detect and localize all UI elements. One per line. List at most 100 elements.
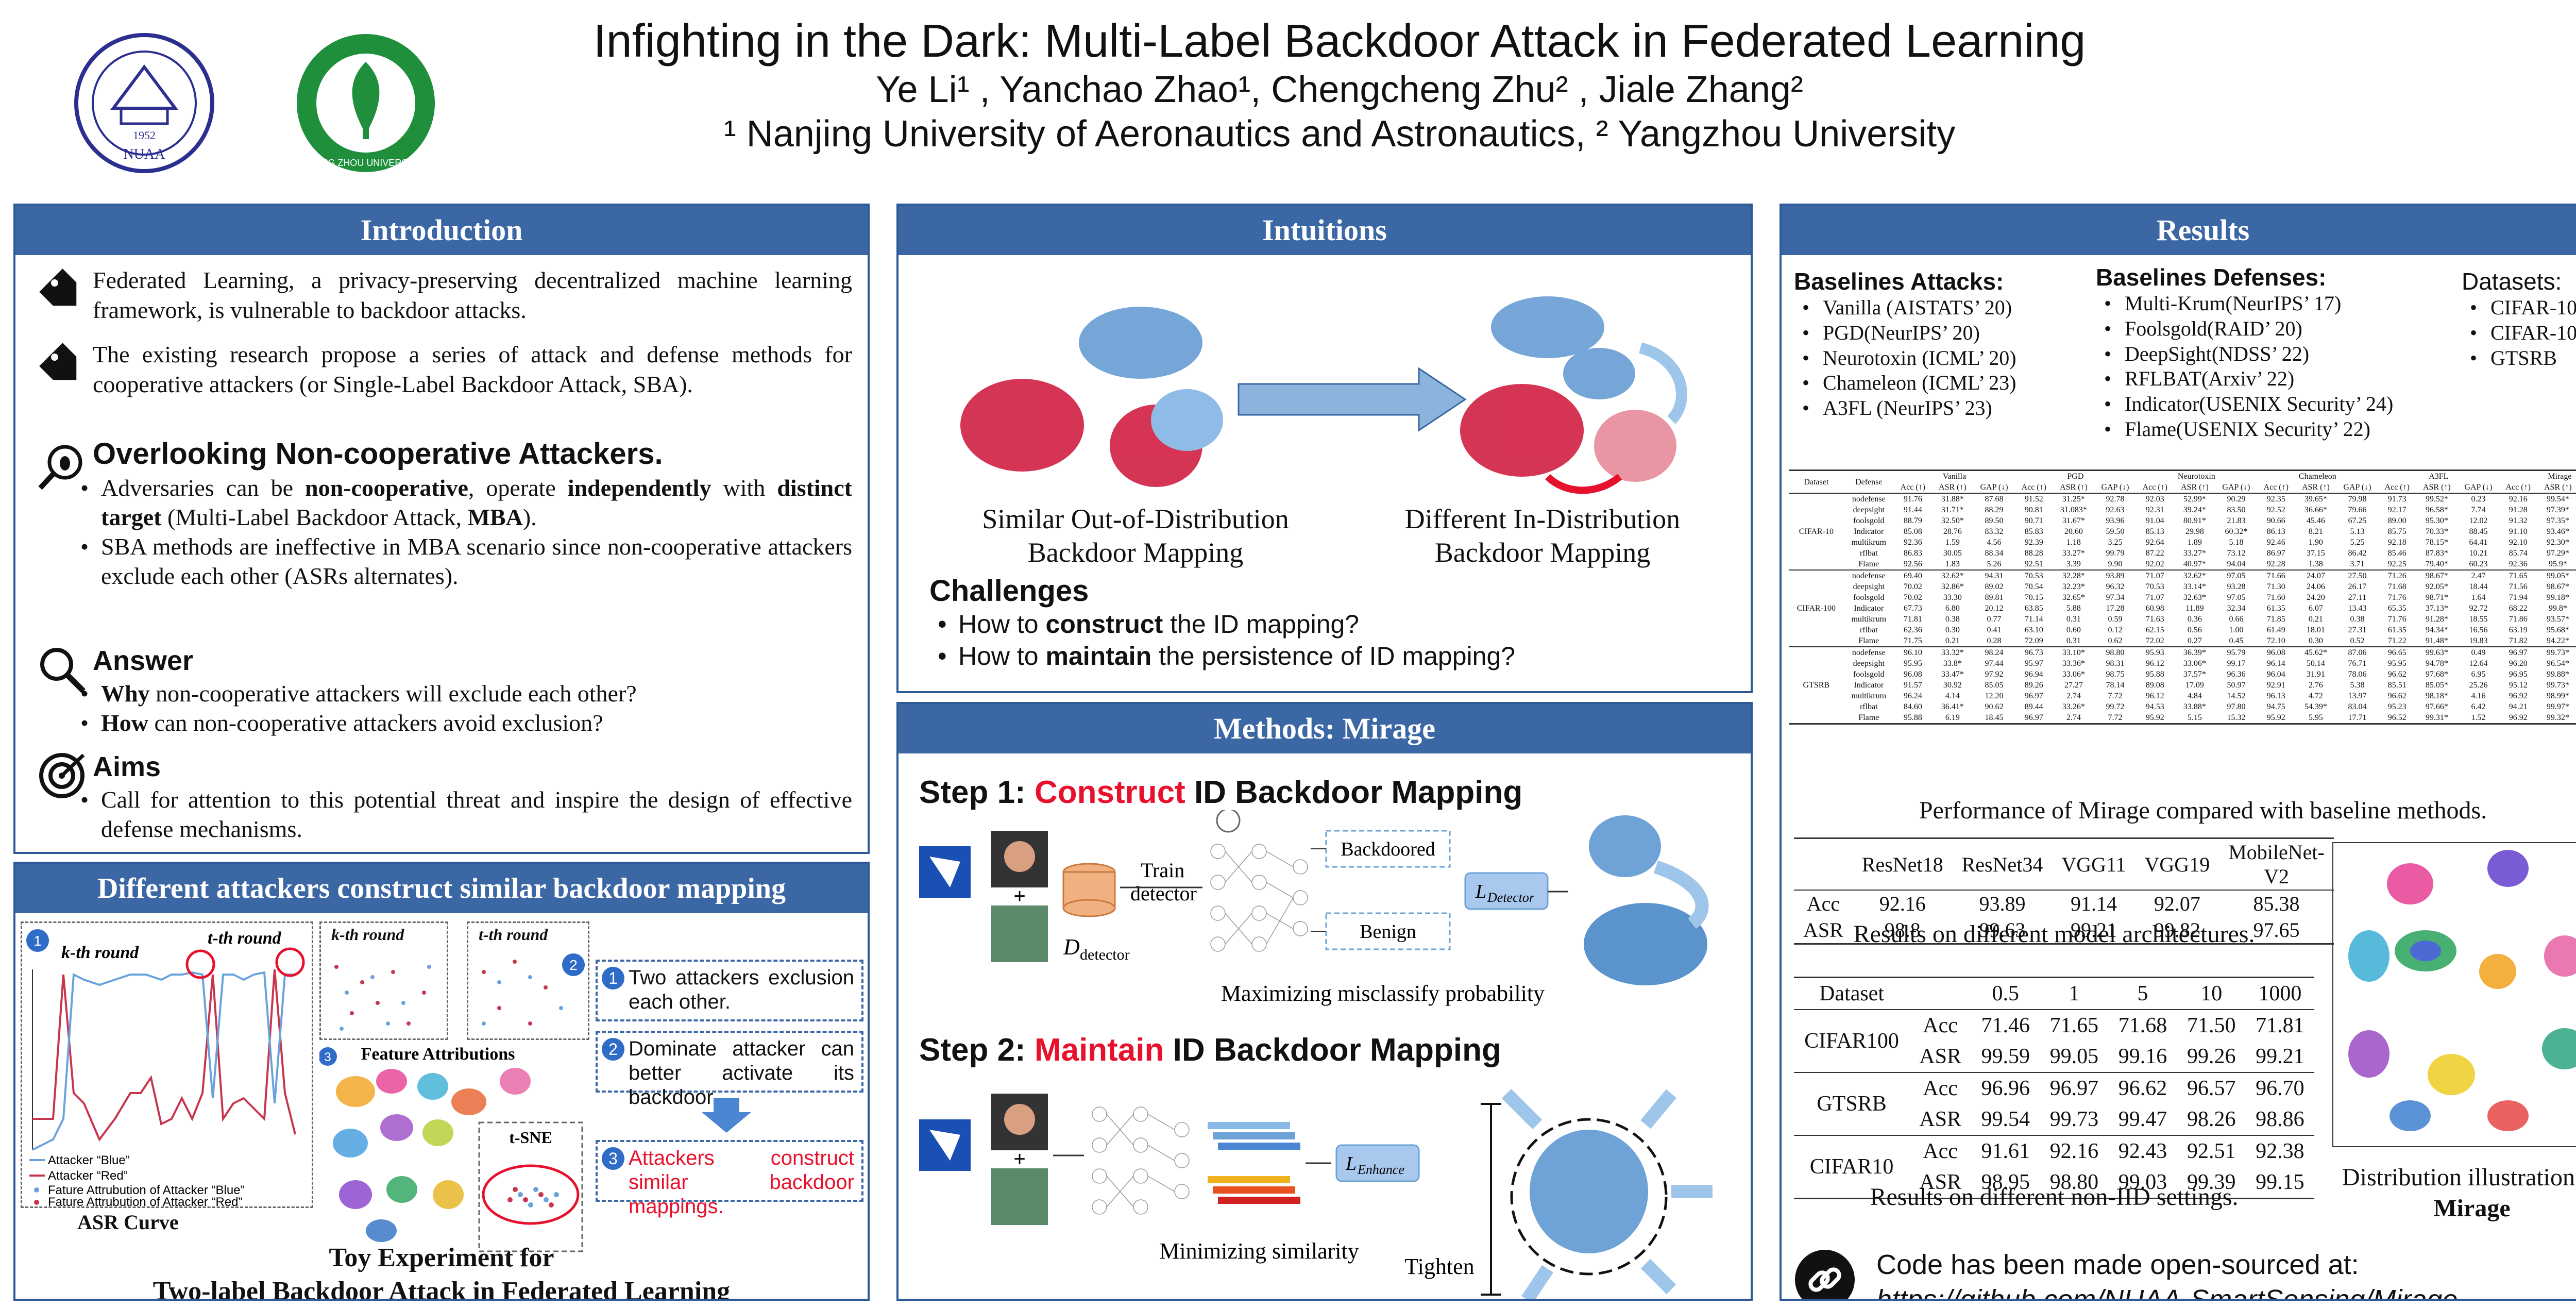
table-cell: 85.38 — [2253, 892, 2300, 915]
table-cell: 92.30* — [2546, 538, 2569, 547]
table-cell: 17.71 — [2348, 713, 2367, 722]
table-cell: 39.24* — [2183, 506, 2206, 514]
svg-text:Fature Attrubution of Attacker: Fature Attrubution of Attacker “Blue” — [48, 1183, 245, 1197]
table-cell: 98.71* — [2425, 593, 2448, 602]
header-cell: Dataset — [1804, 477, 1829, 487]
table-cell: 71.75 — [1903, 636, 1922, 645]
table-cell: 99.8* — [2548, 604, 2567, 613]
table-cell: 36.39* — [2183, 648, 2206, 657]
table-cell: 5.38 — [2350, 681, 2365, 690]
table-cell: 96.12 — [2145, 692, 2164, 700]
table-cell: 11.89 — [2185, 604, 2204, 613]
table-cell: 96.13 — [2266, 692, 2285, 700]
table-cell: 90.81 — [2024, 506, 2043, 514]
poster-title: Infighting in the Dark: Multi-Label Back… — [593, 15, 2086, 67]
table-cell: 21.83 — [2227, 516, 2246, 525]
id-clusters — [1460, 296, 1676, 482]
table-cell: 92.16 — [1879, 892, 1926, 915]
table-cell: 85.74 — [2509, 549, 2528, 558]
table-cell: 70.15 — [2024, 593, 2043, 602]
table-cell: 98.75 — [2106, 670, 2125, 679]
table-cell: 99.97* — [2546, 702, 2569, 711]
table-cell: 1.18 — [2066, 538, 2081, 547]
table-cell: 33.88* — [2183, 702, 2206, 711]
table-cell: 0.59 — [2108, 615, 2123, 624]
table-cell: 92.07 — [2154, 892, 2200, 915]
table-cell: 32.28* — [2062, 572, 2085, 580]
table-cell: 99.54 — [1981, 1108, 2030, 1131]
table-cell: 83.50 — [2227, 506, 2246, 514]
table-cell: 32.23* — [2062, 582, 2085, 591]
challenge-1: How to construct the ID mapping? — [929, 608, 1730, 640]
svg-text:Minimizing similarity: Minimizing similarity — [1159, 1238, 1359, 1264]
header-cell: 0.5 — [1992, 982, 2019, 1005]
table-cell: 18.55 — [2469, 615, 2488, 624]
table-cell: Acc — [1923, 1014, 1958, 1037]
dataset-cell: CIFAR-100 — [1797, 604, 1836, 613]
table-cell: 6.80 — [1945, 604, 1960, 613]
table-cell: 78.15* — [2425, 538, 2448, 547]
table-cell: 31.67* — [2062, 516, 2085, 525]
table-cell: 8.21 — [2308, 527, 2323, 536]
table-cell: deepsight — [1853, 506, 1885, 514]
table-cell: 1.52 — [2471, 713, 2486, 722]
table-cell: 0.45 — [2229, 636, 2244, 645]
table-cell: 31.91 — [2306, 670, 2325, 679]
header-cell: ASR (↑) — [2422, 483, 2451, 492]
table-cell: 99.54* — [2546, 495, 2569, 504]
svg-text:1: 1 — [33, 933, 42, 949]
table-cell: 4.14 — [1945, 692, 1960, 700]
table-cell: 90.62 — [1985, 702, 2004, 711]
table-cell: 96.92 — [2509, 713, 2528, 722]
tag-icon — [36, 265, 88, 317]
table-cell: 36.66* — [2304, 506, 2327, 514]
header-cell: Mirage — [2548, 472, 2572, 481]
table-cell: 95.88 — [1903, 713, 1922, 722]
aims-block: Aims Call for attention to this potentia… — [31, 750, 852, 844]
table-cell: 6.42 — [2471, 702, 2486, 711]
challenges-title: Challenges — [929, 574, 1089, 608]
table-cell: 98.80 — [2106, 648, 2125, 657]
table-cell: 69.40 — [1903, 572, 1922, 580]
table-cell: 92.35 — [2266, 495, 2285, 504]
table-cell: 27.11 — [2348, 593, 2367, 602]
table-cell: 10.21 — [2469, 549, 2488, 558]
yzu-logo: YANG ZHOU UNIVERSITY — [294, 31, 438, 175]
table-cell: 50.97 — [2227, 681, 2246, 690]
table-cell: 87.68 — [1985, 495, 2004, 504]
header-cell: GAP (↓) — [2101, 483, 2129, 492]
svg-text:Backdoored: Backdoored — [1341, 839, 1435, 860]
header-cell: VGG19 — [2144, 852, 2210, 876]
table-cell: 71.63 — [2145, 615, 2164, 624]
intuitions-heading: Intuitions — [899, 206, 1751, 255]
table-cell: multikrum — [1851, 538, 1887, 547]
table-cell: 94.75 — [2266, 702, 2285, 711]
table-cell: 95.95 — [1903, 659, 1922, 668]
table-cell: 33.27* — [2183, 549, 2206, 558]
header-cell — [1794, 839, 1853, 891]
table-cell: 63.19 — [2509, 626, 2528, 634]
table-cell: 2.76 — [2308, 681, 2323, 690]
intro-paragraph-1: Federated Learning, a privacy-preserving… — [31, 265, 852, 325]
table-cell: 99.17 — [2227, 659, 2246, 668]
table-cell: 91.52 — [2024, 495, 2043, 504]
table-cell: 71.65 — [2509, 572, 2528, 580]
table-cell: 1.83 — [1945, 560, 1960, 568]
table-cell: 89.50 — [1985, 516, 2004, 525]
table-cell: 96.62 — [2118, 1077, 2167, 1100]
code-url[interactable]: https://github.com/NUAA-SmartSensing/Mir… — [1876, 1284, 2458, 1301]
table-cell: 71.46 — [1981, 1014, 2030, 1037]
answer-title: Answer — [93, 645, 194, 676]
table-cell: 99.59 — [1981, 1045, 2030, 1068]
table-cell: 78.14 — [2106, 681, 2125, 690]
svg-text:YANG ZHOU UNIVERSITY: YANG ZHOU UNIVERSITY — [310, 158, 422, 168]
table-cell: 12.02 — [2469, 516, 2488, 525]
svg-text:2: 2 — [569, 957, 578, 973]
step2-title: Step 2: Maintain ID Backdoor Mapping — [919, 1032, 1501, 1068]
table-cell: 99.05 — [2049, 1045, 2099, 1068]
